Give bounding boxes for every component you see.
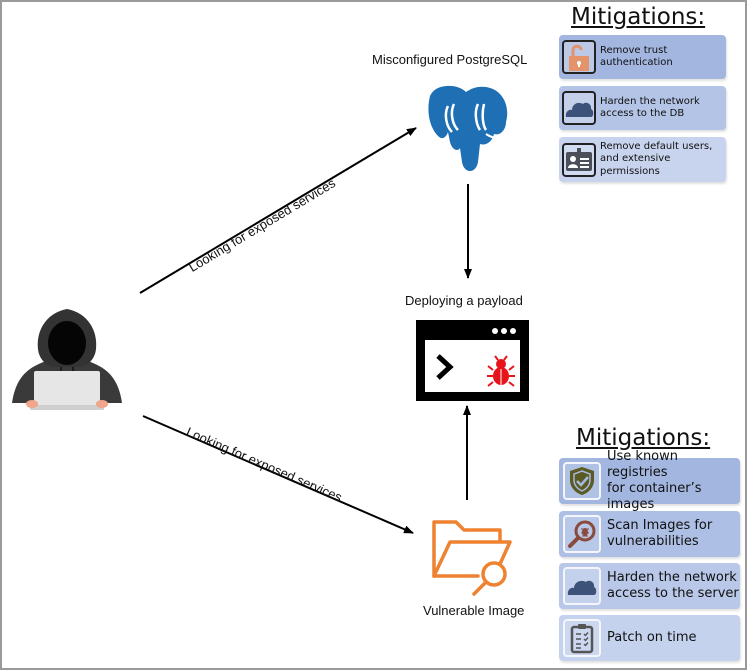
clipboard-checklist-icon <box>563 619 601 657</box>
terminal-window-with-bug-icon <box>416 320 529 401</box>
vulnerable-image-node <box>430 516 516 596</box>
mitigation-text-line: Harden the network <box>607 569 737 585</box>
postgresql-node <box>420 82 512 174</box>
mitigation-remove-default-users: Remove default users, and extensive perm… <box>559 137 726 182</box>
mitigation-text-line: for container’s images <box>607 481 702 513</box>
vulnerable-image-label: Vulnerable Image <box>423 603 525 618</box>
mitigation-remove-trust-auth: Remove trust authentication <box>559 35 726 79</box>
mitigation-text-line: access to the server <box>607 586 739 601</box>
mitigation-known-registries: Use known registries for container’s ima… <box>559 449 740 512</box>
mitigations-top-title: Mitigations: <box>571 4 706 30</box>
mitigation-text-line: Remove default users, <box>600 140 713 152</box>
cloud-icon <box>562 91 596 125</box>
folder-search-icon <box>432 520 512 596</box>
attacker-node <box>6 305 128 411</box>
mitigations-bottom-title: Mitigations: <box>576 425 711 451</box>
mitigation-text-line: Harden the network <box>600 95 700 107</box>
mitigation-text-line: Scan Images for <box>607 517 713 533</box>
payload-label: Deploying a payload <box>405 293 523 308</box>
payload-node <box>416 320 529 401</box>
mitigation-text-line: and extensive <box>600 153 671 165</box>
postgresql-label: Misconfigured PostgreSQL <box>372 52 528 67</box>
mitigation-text-line: permissions <box>600 165 660 177</box>
shield-check-icon <box>563 462 601 500</box>
mitigation-text-line: Use known registries <box>607 448 679 480</box>
arrow-attacker-to-image <box>142 415 414 534</box>
magnifier-bug-icon <box>563 515 601 553</box>
cloud-icon <box>563 567 601 605</box>
mitigation-patch-on-time: Patch on time <box>559 615 740 661</box>
mitigation-text-line: Patch on time <box>607 629 697 645</box>
mitigation-text-line: authentication <box>600 57 673 68</box>
mitigation-harden-server-network: Harden the network access to the server <box>559 563 740 609</box>
unlocked-padlock-icon <box>562 40 596 74</box>
mitigation-text-line: vulnerabilities <box>607 534 699 549</box>
mitigation-harden-db-network: Harden the network access to the DB <box>559 86 726 130</box>
hooded-hacker-with-laptop-icon <box>12 309 122 410</box>
mitigation-text-line: Remove trust <box>600 44 668 56</box>
postgresql-elephant-icon <box>428 85 508 171</box>
mitigation-text-line: access to the DB <box>600 108 685 119</box>
arrow-attacker-to-postgresql <box>139 127 417 294</box>
mitigation-scan-images: Scan Images for vulnerabilities <box>559 511 740 557</box>
id-badge-icon <box>562 142 596 177</box>
